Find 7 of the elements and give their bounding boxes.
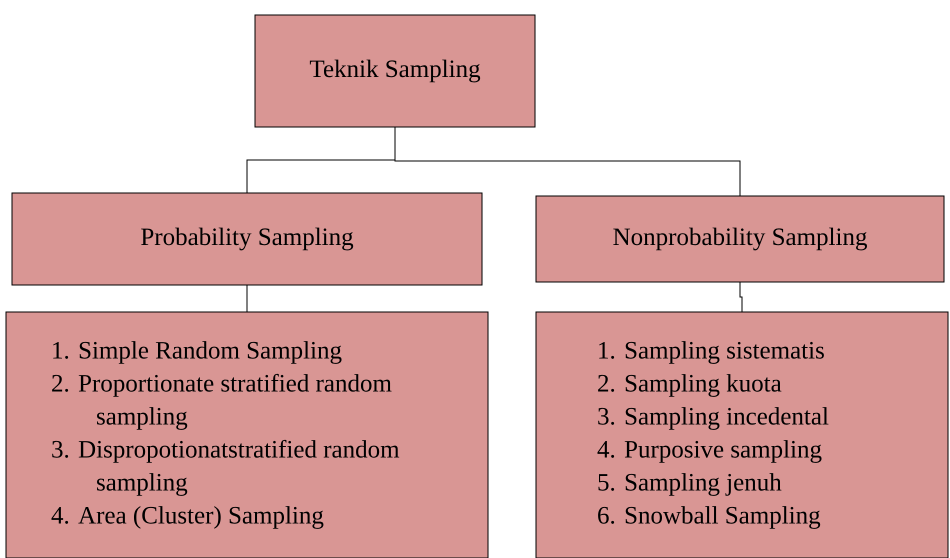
category-box: Nonprobability Sampling: [536, 196, 944, 282]
connector-line: [246, 285, 248, 312]
category-box: Probability Sampling: [12, 192, 482, 286]
title-box: Teknik Sampling: [254, 14, 536, 128]
connector-line: [740, 282, 742, 312]
list-box: 1. Simple Random Sampling 2. Proportionate stratified random sampling 3. Dispropotionatstratified random sampling 4. Area (Cluster) Sampling: [6, 312, 488, 558]
list-box: 1. Sampling sistematis 2. Sampling kuota 3. Sampling incedental 4. Purposive sampling 5. Sampling jenuh 6. Snowball Sampling: [536, 312, 948, 558]
